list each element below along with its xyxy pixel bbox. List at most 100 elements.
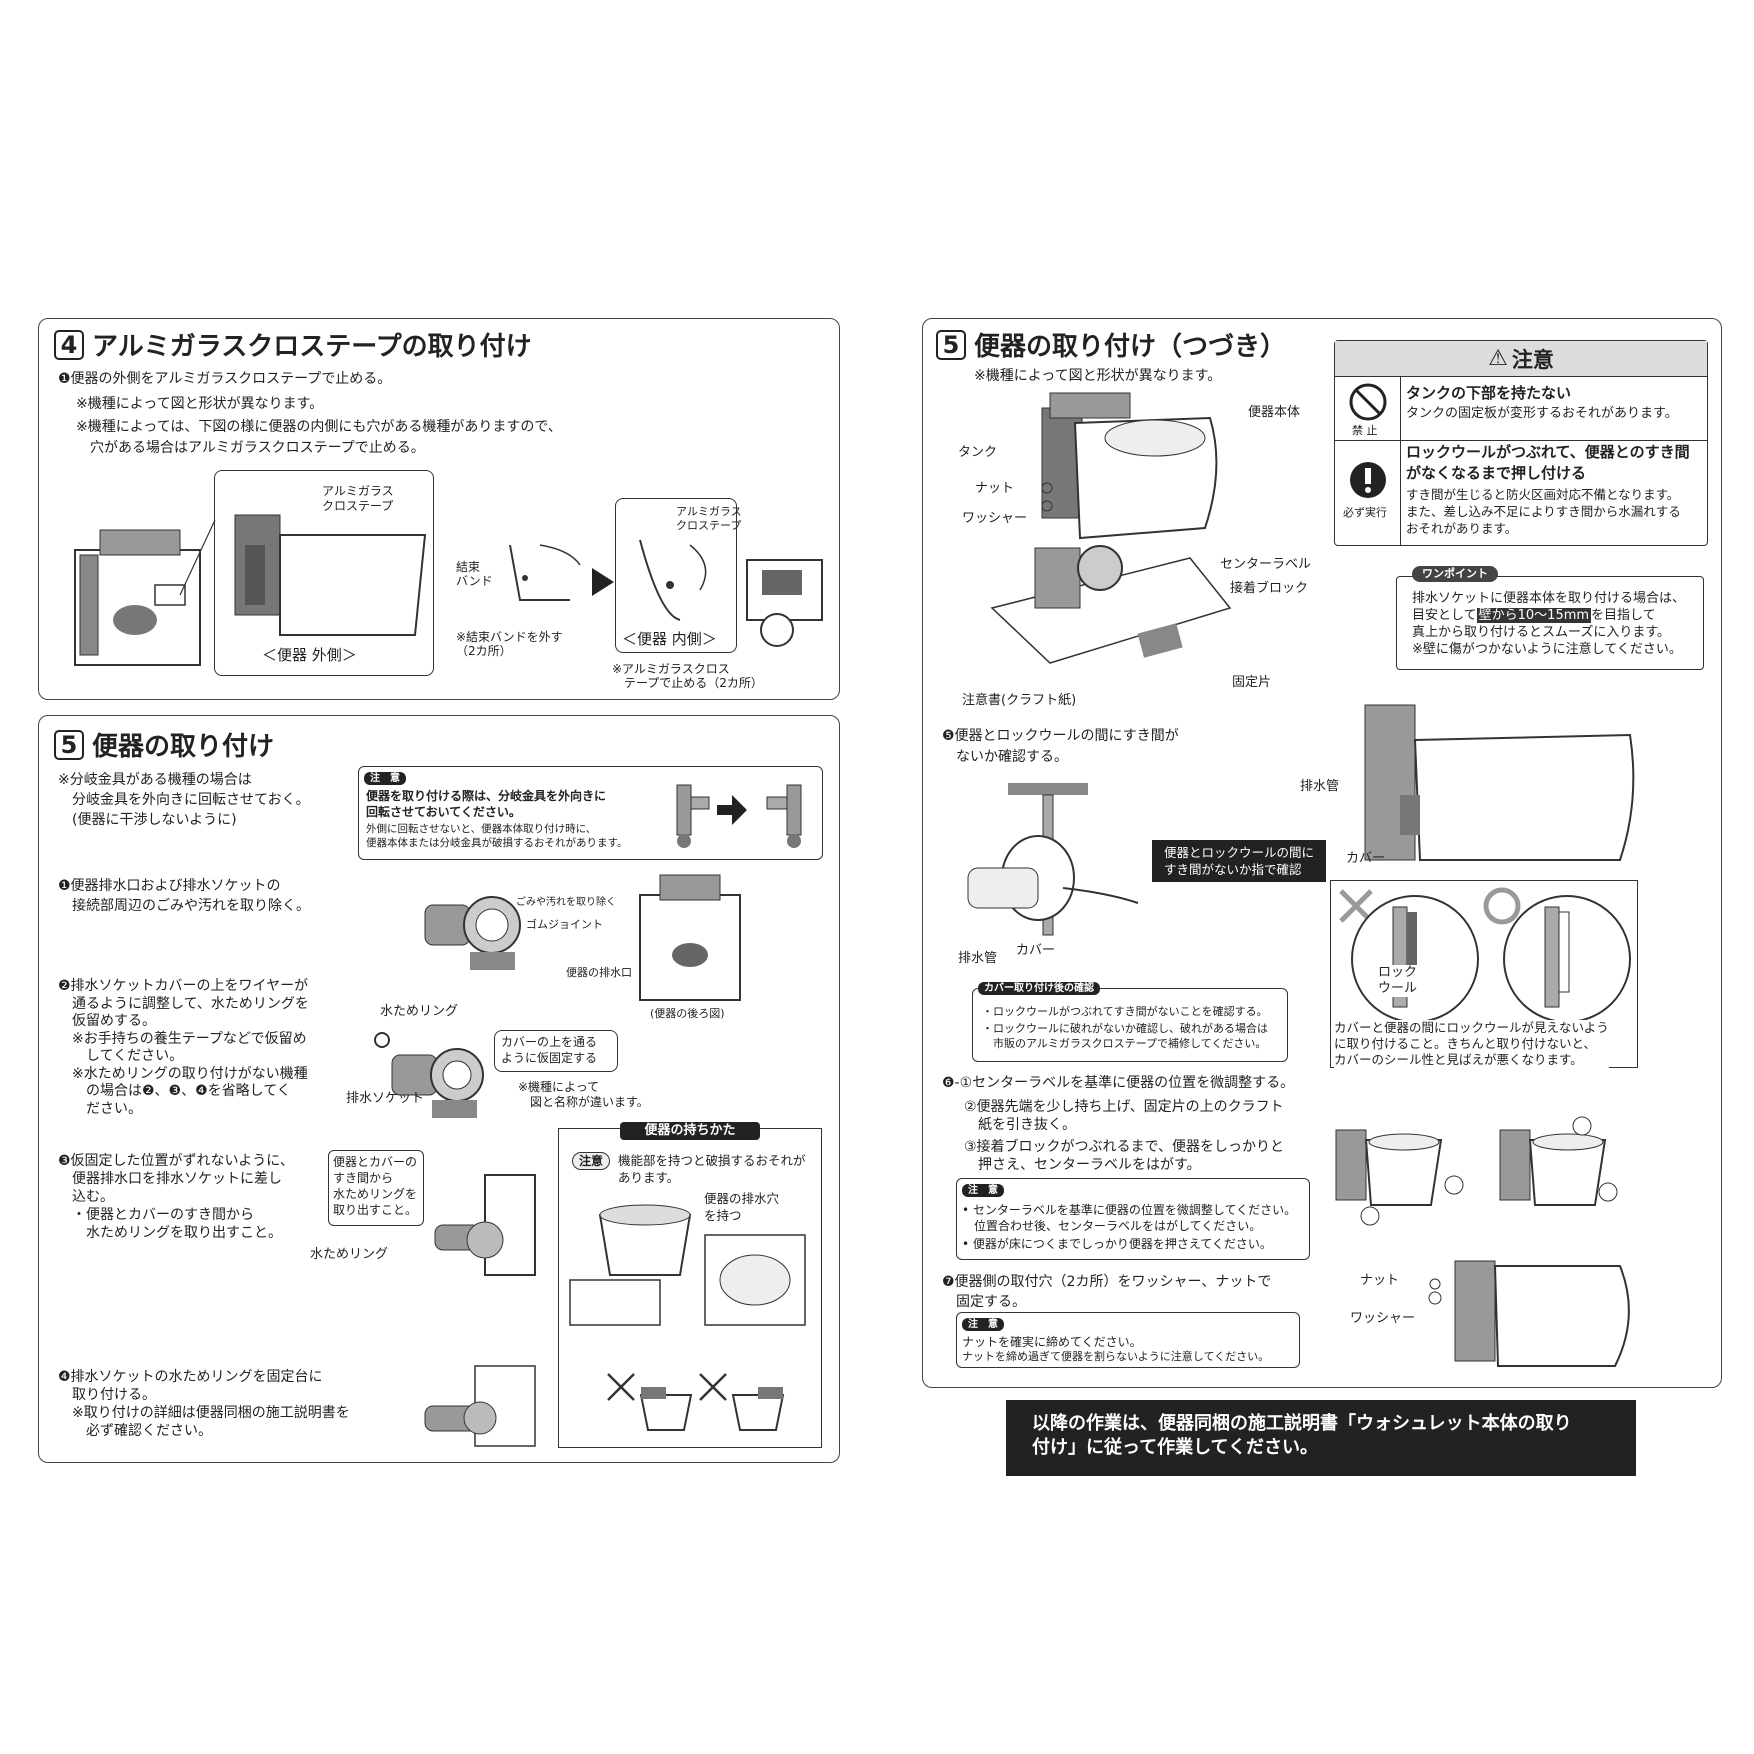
section-5b-title: 5 便器の取り付け（つづき） [936,326,1286,363]
ring-fixing-illustration [424,1365,536,1447]
label-cover-2: カバー [1346,851,1386,866]
label-nut: ナット [975,481,1015,496]
prohibit-bold: タンクの下部を持たない [1406,384,1572,402]
sec5b-note: ※機種によって図と形状が異なります。 [974,368,1222,384]
band-illustration [509,544,581,601]
label-drain-pipe-2: 排水管 [1300,779,1340,794]
onepoint-line-4: ※壁に傷がつかないように注意してください。 [1412,642,1682,657]
label-kraft: 注意書(クラフト紙) [962,693,1077,708]
adjust-toilet-illustration-2 [1499,1116,1618,1206]
onepoint-highlight: 壁から10～15mm [1476,608,1592,623]
label-dirt: ごみや汚れを取り除く [516,897,616,908]
caption-outer: ＜便器 外側＞ [262,646,357,664]
caution-small: 外側に回転させないと、便器本体取り付け時に、 便器本体または分岐金具が破損するお… [366,823,628,849]
caution-panel-header: ⚠ 注意 [1335,341,1707,377]
toilet-inner-detail-illustration [746,559,823,647]
section-number: 5 [936,329,966,360]
zoom-pointer-line [179,519,216,596]
section-title-text: 便器の取り付け [92,732,275,762]
hold-toilet-illustration [569,1204,806,1326]
nut-washer-illustration [1428,1260,1630,1367]
toilet-back-illustration [74,529,201,666]
must-do-icon [1350,462,1386,498]
sec5-intro: ※分岐金具がある機種の場合は 分岐金具を外向きに回転させておく。 (便器に干渉し… [58,772,310,828]
callout-check: 便器とロックウールの間に すき間がないか指で確認 [1152,840,1327,882]
section-number: 5 [54,729,84,760]
label-drain-socket: 排水ソケット [346,1091,425,1106]
prohibit-text: タンクの固定板が変形するおそれがあります。 [1406,406,1678,421]
label-toilet-body: 便器本体 [1248,405,1301,420]
wrong-hold-icon-1 [607,1373,635,1401]
hold-caution-text: 機能部を持つと破損するおそれが あります。 [618,1153,806,1185]
wrong-hold-toilet-2 [731,1387,785,1431]
onepoint-2c: を目指して [1591,608,1656,623]
sec5-caution-box [358,766,823,860]
step7-caution-bold: ナットを確実に締めてください。 [962,1335,1142,1349]
step7-caution-small: ナットを締め過ぎて便器を割らないように注意してください。 [962,1350,1270,1363]
exploded-toilet-illustration [990,392,1232,664]
step6-caution-1: • センターラベルを基準に便器の位置を微調整してください。 位置合わせ後、センタ… [962,1203,1297,1233]
hold-caution-tag: 注意 [572,1152,611,1170]
label-toilet-drain: 便器の排水口 [566,966,632,979]
drain-socket-illustration [424,896,521,970]
caption-inner: ＜便器 内側＞ [622,630,717,648]
sec4-note2: ※機種によっては、下図の様に便器の内側にも穴がある機種がありますので、 穴がある… [76,419,562,456]
wrong-example-detail [1351,895,1479,1023]
sec4-note1: ※機種によって図と形状が異なります。 [76,396,324,412]
toilet-back-view-illustration [639,874,741,1001]
note-inner: ※アルミガラスクロス テープで止める（2カ所） [612,662,763,690]
final-notice: 以降の作業は、便器同梱の施工説明書「ウォシュレット本体の取り 付け」に従って作業… [1006,1400,1636,1476]
caution-divider-row [1335,440,1707,441]
label-fixed-piece: 固定片 [1232,675,1272,690]
warning-triangle-icon: ⚠ [1488,346,1508,371]
socket-ring-illustration [374,1032,484,1118]
sec5b-step6-1: ❻-①センターラベルを基準に便器の位置を微調整する。 [942,1075,1295,1091]
sec5-step1: ❶便器排水口および排水ソケットの 接続部周辺のごみや汚れを取り除く。 [58,878,310,914]
prohibit-icon [1349,383,1387,421]
inner-view-frame [615,498,737,653]
sec5b-step6-3: ③接着ブロックがつぶれるまで、便器をしっかりと 押さえ、センターラベルをはがす。 [964,1139,1284,1173]
section-title-text: 便器の取り付け（つづき） [974,332,1287,362]
rockwool-check-illustration [967,783,1139,936]
label-nut-2: ナット [1360,1273,1400,1288]
insert-socket-illustration [434,1174,536,1276]
sec5-step2: ❷排水ソケットカバーの上をワイヤーが 通るように調整して、水ためリングを 仮留め… [58,978,309,1117]
branch-fitting-illustration [676,784,802,848]
check-tag: カバー取り付け後の確認 [978,982,1100,995]
sec5b-step5: ❺便器とロックウールの間にすき間が ないか確認する。 [942,728,1179,765]
onepoint-line-3: 真上から取り付けるとスムーズに入ります。 [1412,625,1671,640]
circle-note: カバーと便器の間にロックウールが見えないよう に取り付けること。きちんと取り付け… [1334,1020,1609,1068]
outer-view-frame [214,470,434,676]
label-block: 接着ブロック [1230,581,1309,596]
correct-example-icon [1483,887,1521,925]
sec5b-step7: ❼便器側の取付穴（2カ所）をワッシャー、ナットで 固定する。 [942,1274,1272,1310]
step7-caution-tag: 注 意 [962,1318,1004,1331]
section-number: 4 [54,329,84,360]
label-center: センターラベル [1220,557,1312,572]
caution-title: 注意 [1511,347,1554,372]
caution-panel [1334,340,1708,546]
label-alumi-tape-2: アルミガラス クロステープ [676,505,742,532]
wrong-hold-icon-2 [699,1373,727,1401]
label-gum-joint: ゴムジョイント [526,918,603,931]
caution-tag: 注 意 [364,772,406,785]
label-rockwool: ロック ウール [1378,965,1418,997]
note-model: ※機種によって 図と名称が違います。 [518,1080,649,1109]
caution-divider-col [1400,377,1401,545]
must-text: すき間が生じると防火区画対応不備となります。 また、差し込み不足によりすき間から… [1406,487,1681,536]
label-washer: ワッシャー [962,511,1028,526]
step7-caution-box [956,1312,1300,1368]
label-band: 結束 バンド [456,560,493,588]
label-alumi-tape-1: アルミガラス クロステープ [322,484,394,513]
label-water-ring-2: 水ためリング [310,1247,389,1262]
wrong-hold-toilet-1 [639,1387,693,1431]
onepoint-line-1: 排水ソケットに便器本体を取り付ける場合は、 [1412,591,1686,606]
label-tank: タンク [958,445,998,460]
onepoint-2a: 目安として [1412,608,1477,623]
arrow-right-icon [592,568,614,596]
toilet-inner-illustration [639,539,707,621]
label-drain-pipe-1: 排水管 [958,951,998,966]
sec5b-step6-2: ②便器先端を少し持ち上げ、固定片の上のクラフト 紙を引き抜く。 [964,1099,1284,1133]
caption-back-view: (便器の後ろ図) [650,1007,725,1020]
toilet-outer-illustration [234,514,427,636]
